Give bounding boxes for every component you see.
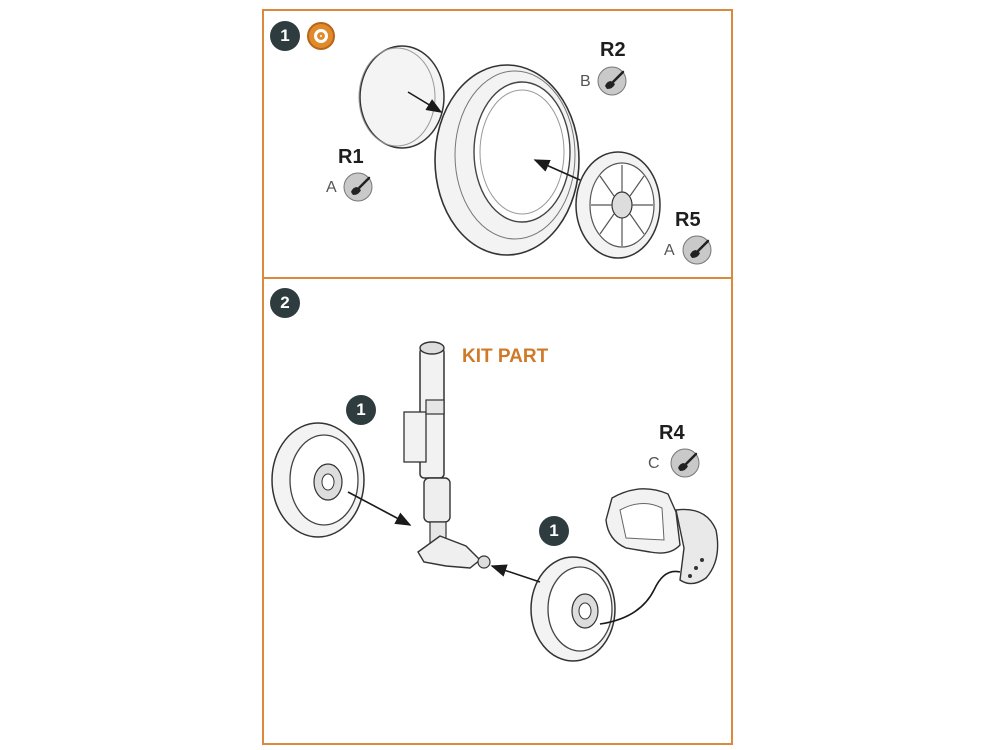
landing-gear-strut xyxy=(403,341,491,569)
step-2-number: 2 xyxy=(280,293,290,312)
arrow-left-wheel-to-strut xyxy=(347,491,412,526)
step-1-reference-top: 1 xyxy=(346,395,376,425)
part-label-r5: R5 xyxy=(675,209,701,231)
part-label-r2: R2 xyxy=(600,39,626,61)
paint-brush-icon-r4 xyxy=(669,447,701,479)
arrow-hub-to-tire xyxy=(533,159,581,181)
color-letter-r4: C xyxy=(648,455,660,472)
paint-brush-icon-r2 xyxy=(596,65,628,97)
brake-cover-part xyxy=(605,488,719,585)
wheel-hub-part xyxy=(575,151,661,259)
paint-brush-icon-r5 xyxy=(681,234,713,266)
arrow-right-wheel-to-axle xyxy=(490,564,541,583)
ref-step-bottom-number: 1 xyxy=(549,521,559,540)
step-2-badge: 2 xyxy=(270,288,300,318)
color-letter-r2: B xyxy=(580,73,591,90)
step-1-number: 1 xyxy=(280,26,290,45)
kit-part-label: KIT PART xyxy=(462,346,549,367)
color-letter-r1: A xyxy=(326,179,337,196)
step-1-reference-bottom: 1 xyxy=(539,516,569,546)
leader-line-brake-to-wheel xyxy=(599,570,681,625)
step-1-badge: 1 xyxy=(270,21,300,51)
wheel-assembly-right xyxy=(530,556,616,662)
tire-cover-part xyxy=(358,45,445,149)
part-label-r4: R4 xyxy=(659,422,685,444)
ref-step-top-number: 1 xyxy=(356,400,366,419)
part-label-r1: R1 xyxy=(338,146,364,168)
paint-brush-icon-r1 xyxy=(342,171,374,203)
arrow-cover-to-tire xyxy=(407,91,443,113)
wheel-assembly-left xyxy=(271,422,365,538)
color-letter-r5: A xyxy=(664,242,675,259)
main-tire-part xyxy=(434,64,580,256)
glue-icon xyxy=(307,22,335,50)
